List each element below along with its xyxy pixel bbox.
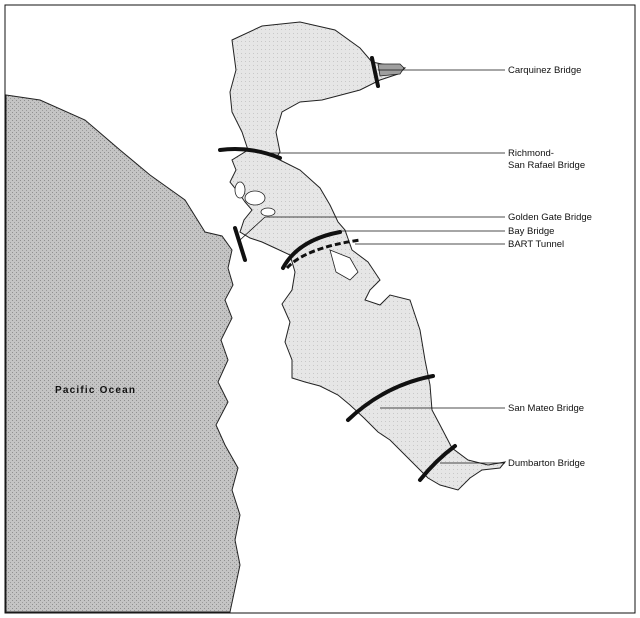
small-island bbox=[234, 181, 246, 199]
bart-tunnel-label: BART Tunnel bbox=[508, 239, 564, 250]
carquinez-bridge-label: Carquinez Bridge bbox=[508, 65, 581, 76]
richmond-san-rafael-bridge bbox=[218, 147, 282, 160]
dumbarton-bridge-label: Dumbarton Bridge bbox=[508, 458, 585, 469]
alcatraz-island bbox=[260, 207, 276, 217]
pacific-ocean-area bbox=[5, 94, 241, 613]
san-mateo-bridge bbox=[346, 374, 435, 422]
carquinez-bridge bbox=[370, 56, 380, 88]
bay-water-area bbox=[229, 21, 507, 491]
bay-bridge bbox=[281, 230, 342, 270]
san-mateo-bridge-label: San Mateo Bridge bbox=[508, 403, 584, 414]
golden-gate-bridge bbox=[233, 226, 247, 262]
alameda-island bbox=[329, 249, 359, 281]
richmond-label-line1: Richmond- bbox=[508, 148, 554, 159]
angel-island bbox=[244, 190, 266, 206]
pacific-ocean-label: Pacific Ocean bbox=[55, 385, 136, 396]
richmond-label-line2: San Rafael Bridge bbox=[508, 160, 585, 171]
golden-gate-bridge-label: Golden Gate Bridge bbox=[508, 212, 592, 223]
bay-bridge-label: Bay Bridge bbox=[508, 226, 554, 237]
bart-tunnel bbox=[285, 238, 361, 270]
golden-gate-leader bbox=[239, 216, 266, 241]
dumbarton-bridge bbox=[418, 444, 457, 482]
